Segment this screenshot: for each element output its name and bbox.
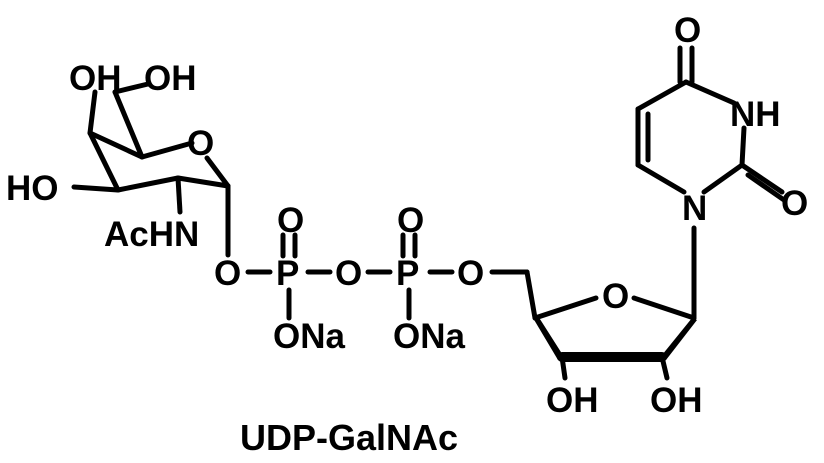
uracil-oxygen-top-label: O (674, 11, 701, 50)
ribose-oh-right-label: OH (650, 381, 703, 420)
galnac-ring-bonds (71, 81, 231, 258)
bridge-oxygen-label: O (335, 254, 362, 293)
diphosphate-bonds (245, 232, 538, 321)
uracil-ring-bonds (635, 45, 787, 203)
galnac-ring-oxygen-label: O (187, 124, 214, 163)
uracil-oxygen-right-label: O (781, 184, 808, 223)
oh-top-left-label: OH (69, 59, 122, 98)
ribose-ring-oxygen-label: O (602, 277, 629, 316)
ribose-oh-left-label: OH (546, 381, 599, 420)
ribose-ring-bonds (532, 225, 697, 381)
ho-left-label: HO (6, 169, 59, 208)
uracil-n1-label: N (682, 189, 707, 228)
p2-double-oxygen-label: O (397, 201, 424, 240)
oh-top-right-label: OH (144, 59, 197, 98)
uracil-nh-label: NH (730, 95, 781, 134)
acetamido-label: AcHN (104, 215, 199, 254)
ester-oxygen-label: O (457, 254, 484, 293)
p1-double-oxygen-label: O (277, 201, 304, 240)
p2-ona-label: ONa (393, 317, 466, 356)
molecule-caption: UDP-GalNAc (240, 417, 458, 458)
p1-ona-label: ONa (273, 317, 346, 356)
anomeric-oxygen-label: O (214, 254, 241, 293)
phosphorus-1-label: P (276, 254, 299, 293)
phosphorus-2-label: P (396, 254, 419, 293)
